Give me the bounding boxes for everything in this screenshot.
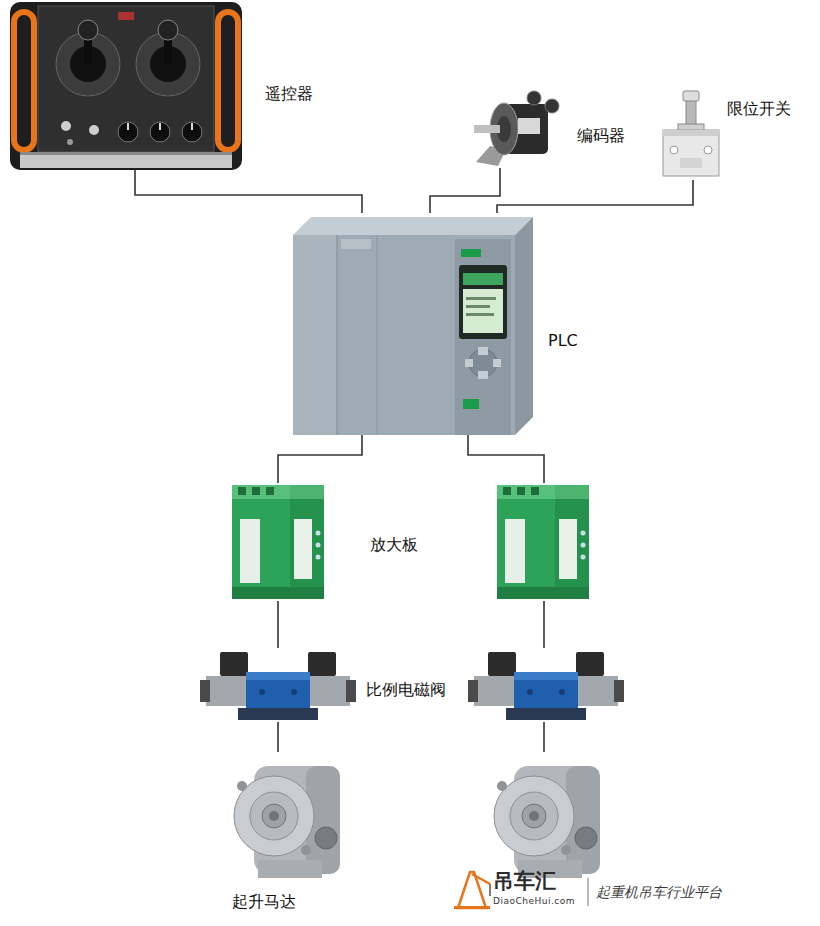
plc: PLC [293,213,533,435]
hoist-motor-picture [218,752,346,886]
device-label: 编码器 [577,126,625,146]
wire [543,601,545,648]
watermark: DiaoCheHui.com [493,896,575,907]
limit-switch-picture [660,88,722,180]
wire [497,180,693,213]
wire [430,168,500,213]
amplifier-board-picture [230,483,326,601]
encoder: 编码器 [468,88,563,168]
device-label: 遥控器 [265,84,313,104]
wire [468,435,544,483]
amplifier-board: 放大板 [230,483,326,601]
proportional-valve-picture [200,648,356,722]
device-label: PLC [548,331,578,351]
remote-controller-picture [10,2,242,170]
device-label: 起升马达 [232,892,296,912]
wire [135,170,362,213]
device-label: 比例电磁阀 [366,680,446,700]
watermark: 起重机吊车行业平台 [596,883,722,901]
wire [277,601,279,648]
device-label: 放大板 [370,535,418,555]
encoder-picture [468,88,563,168]
proportional-valve: 比例电磁阀 [200,648,356,722]
hoist-motor [494,766,600,878]
proportional-valve [468,652,624,720]
amplifier-board [497,485,589,599]
plc-picture [293,213,533,435]
limit-switch: 限位开关 [660,88,722,180]
wire [543,722,545,752]
remote-controller: 遥控器 [10,2,242,170]
hoist-motor: 起升马达 [218,752,346,886]
watermark: 吊车汇 [493,869,556,893]
wire [278,435,362,483]
wire [277,722,279,752]
device-label: 限位开关 [727,99,791,119]
